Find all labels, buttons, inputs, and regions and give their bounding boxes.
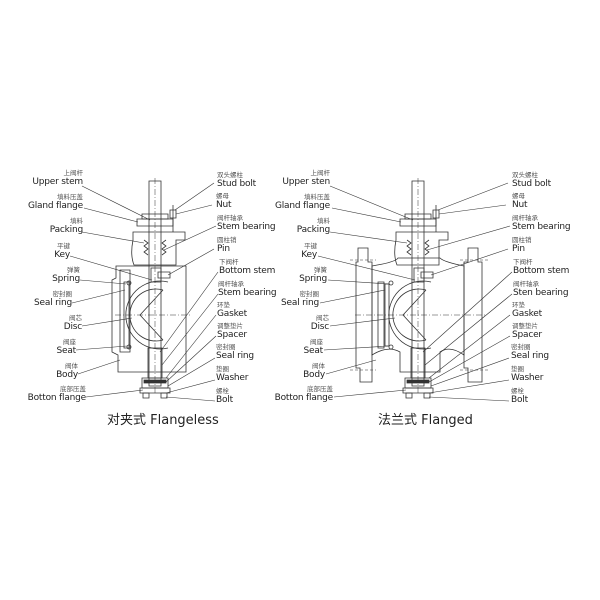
flangeless-valve-drawing [112,178,192,398]
flanged-left-leaders [318,186,415,397]
caption-flanged: 法兰式 Flanged [378,413,473,428]
flangeless-right-leaders [160,183,218,401]
caption-flangeless: 对夹式 Flangeless [107,413,219,428]
flangeless-left-leaders [70,186,152,397]
flanged-valve-drawing [350,178,488,398]
flanged-right-leaders [423,183,512,401]
